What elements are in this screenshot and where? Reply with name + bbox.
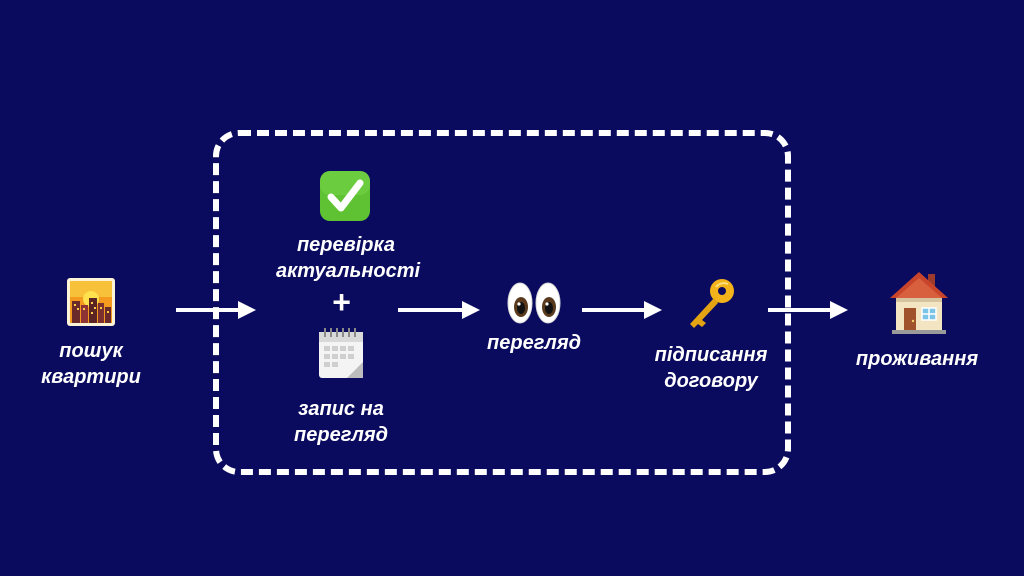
- node-label-booking: запис на перегляд: [294, 398, 388, 446]
- sunset-cityscape-icon: [67, 278, 115, 326]
- arrow-check-to-viewing: [398, 301, 480, 319]
- node-label-search: пошук квартири: [41, 340, 141, 388]
- grouping-dashed-frame: [213, 130, 791, 475]
- key-icon: [690, 279, 734, 328]
- node-label-check: перевірка актуальності: [276, 234, 421, 282]
- plus-sign: +: [331, 284, 351, 320]
- house-icon: [890, 272, 948, 334]
- node-label-signing: підписання договору: [654, 344, 768, 392]
- check-mark-button-icon: [320, 171, 370, 221]
- node-label-living: проживання: [855, 348, 979, 370]
- eyes-icon: [507, 282, 561, 324]
- arrow-signing-to-living: [768, 301, 848, 319]
- node-label-viewing: перегляд: [487, 332, 581, 354]
- spiral-calendar-icon: [319, 328, 363, 378]
- arrow-search-to-check: [176, 301, 256, 319]
- arrow-viewing-to-signing: [582, 301, 662, 319]
